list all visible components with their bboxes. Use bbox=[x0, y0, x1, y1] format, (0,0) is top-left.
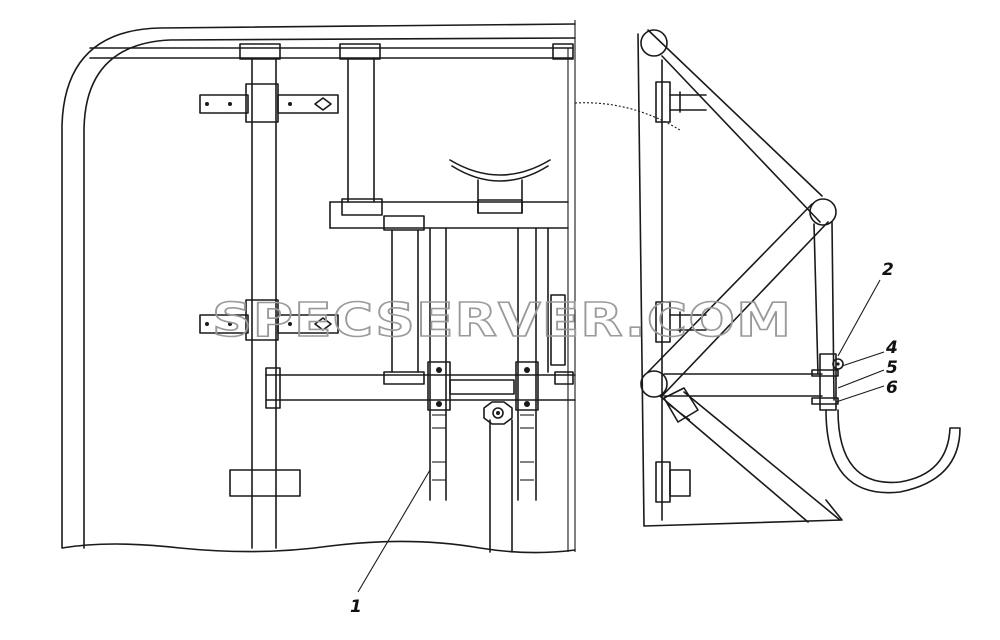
hook-bracket bbox=[811, 353, 844, 411]
leader-1 bbox=[357, 469, 431, 593]
callout-4: 4 bbox=[885, 338, 898, 358]
saddle-cradle bbox=[449, 159, 551, 214]
callout-2: 2 bbox=[882, 260, 894, 280]
leader-4 bbox=[841, 351, 885, 367]
side-view bbox=[637, 29, 961, 527]
clamp-right bbox=[515, 361, 539, 481]
panel-inner-outline bbox=[83, 37, 576, 549]
upper-bracket bbox=[199, 94, 339, 114]
callout-5: 5 bbox=[886, 358, 898, 378]
leader-5 bbox=[837, 369, 885, 389]
panel-outline bbox=[61, 23, 576, 554]
top-node bbox=[640, 29, 668, 57]
lower-bracket bbox=[229, 469, 301, 497]
callout-6: 6 bbox=[886, 378, 898, 398]
leader-6 bbox=[835, 385, 885, 403]
top-clamp-right bbox=[552, 43, 574, 60]
side-panel bbox=[637, 33, 843, 527]
right-node bbox=[809, 198, 837, 226]
view-connector bbox=[574, 102, 681, 131]
top-clamp-mid bbox=[339, 43, 381, 60]
leader-2 bbox=[837, 279, 881, 357]
hook bbox=[825, 409, 961, 494]
clamp-left bbox=[427, 361, 451, 481]
middle-bracket bbox=[199, 299, 339, 341]
callout-1: 1 bbox=[350, 597, 362, 617]
rear-view bbox=[61, 20, 576, 593]
center-nut bbox=[483, 401, 513, 425]
top-clamp-left bbox=[239, 43, 281, 60]
watermark: SPECSERVER.COM bbox=[212, 293, 792, 347]
left-node bbox=[640, 370, 668, 398]
